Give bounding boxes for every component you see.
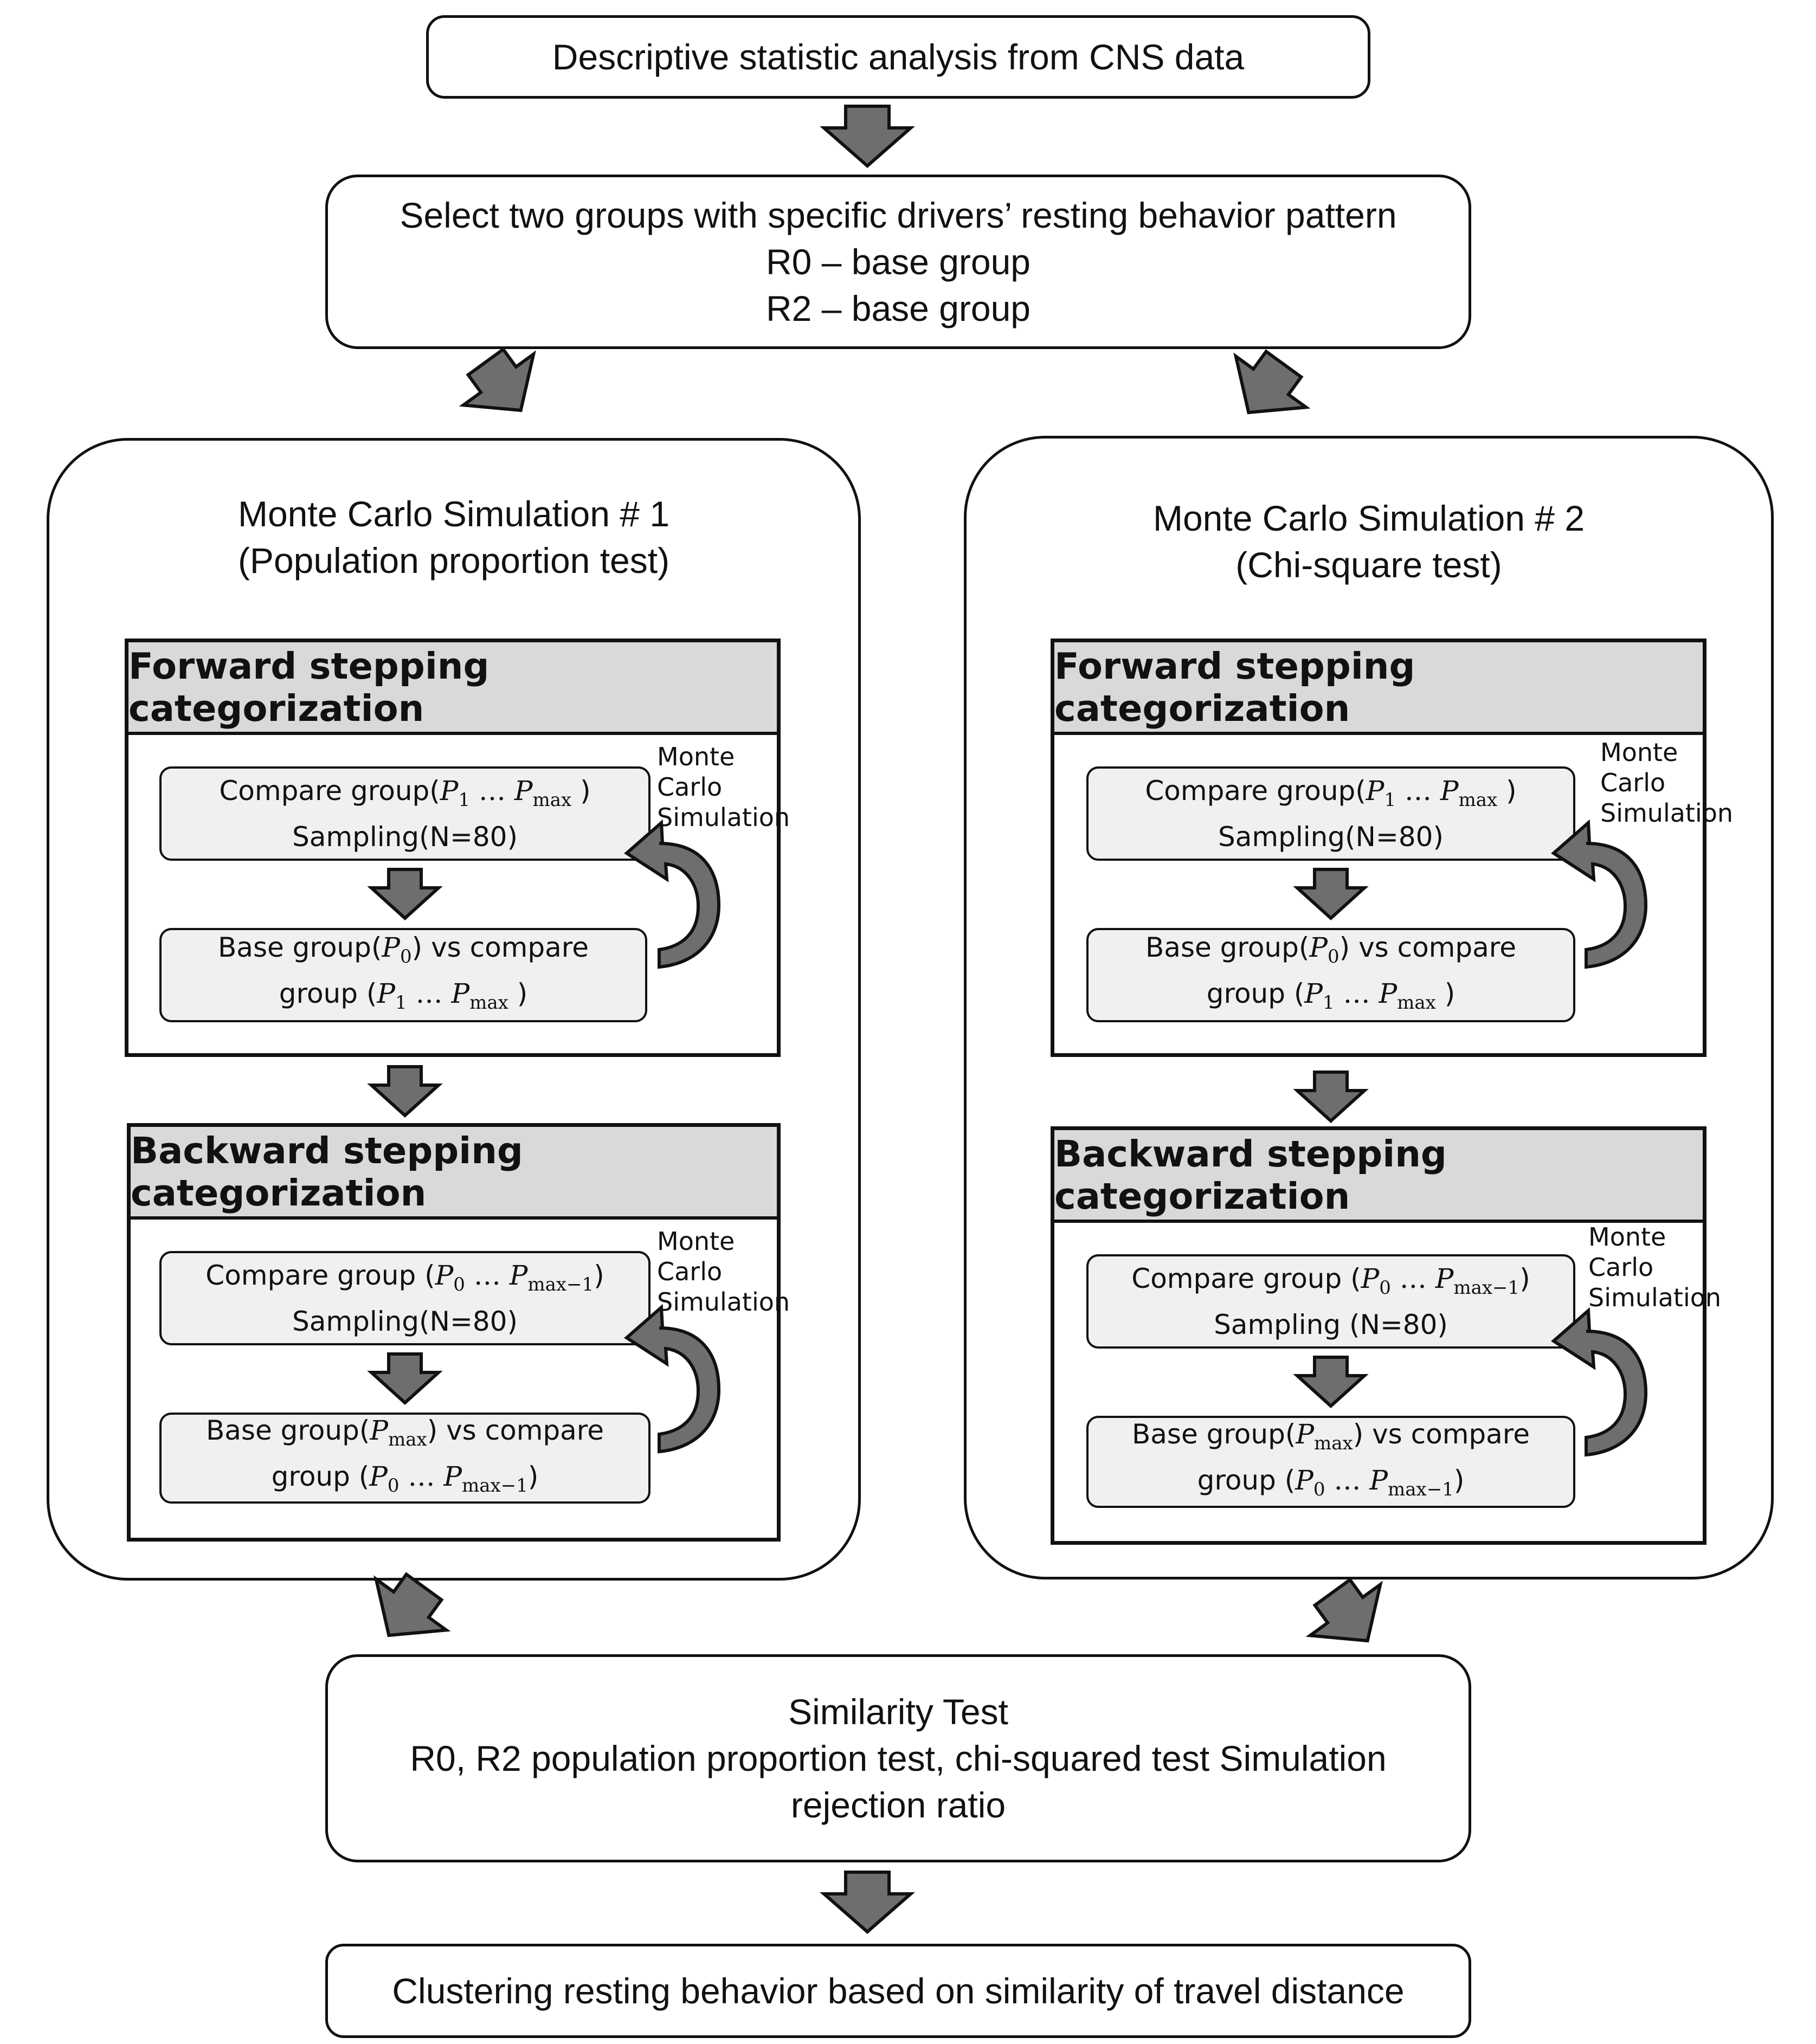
select-groups-line-3: R2 – base group <box>765 288 1031 328</box>
base-label: Base group( <box>1145 932 1310 963</box>
math-p-range: P1 … Pmax <box>1366 775 1498 811</box>
panel-2-title: Monte Carlo Simulation # 2 <box>1152 498 1585 538</box>
base-label: Base group( <box>1131 1418 1296 1450</box>
panel-2-forward-header: Forward stepping categorization <box>1054 642 1703 735</box>
compare-label: Compare group( <box>219 775 440 807</box>
sampling-label: Sampling(N=80) <box>1218 821 1444 853</box>
similarity-line-3: rejection ratio <box>790 1785 1006 1825</box>
math-p-range: P1 … Pmax <box>440 775 572 811</box>
descriptive-analysis-box: Descriptive statistic analysis from CNS … <box>426 15 1370 99</box>
panel-1-backward-header: Backward stepping categorization <box>131 1127 777 1220</box>
panel-1-backward-base-box: Base group(Pmax) vs compare group (P0 … … <box>159 1413 651 1504</box>
panel-1-title: Monte Carlo Simulation # 1 <box>237 494 670 534</box>
arrow-down-icon <box>1297 869 1364 918</box>
panel-2-forward-mc-label: Monte Carlo Simulation <box>1600 738 1734 828</box>
panel-2-backward-base-box: Base group(Pmax) vs compare group (P0 … … <box>1086 1416 1575 1508</box>
loop-arrow-icon <box>1554 1311 1646 1455</box>
math-p0: P0 <box>1309 932 1340 968</box>
arrow-diagonal-icon <box>450 337 556 436</box>
arrow-down-icon <box>1297 1072 1364 1121</box>
panel-1-subtitle: (Population proportion test) <box>237 540 670 581</box>
panel-1-forward-base-box: Base group(P0) vs compare group (P1 … Pm… <box>159 928 647 1022</box>
panel-2-backward-compare-box: Compare group (P0 … Pmax−1) Sampling (N=… <box>1086 1254 1575 1349</box>
select-groups-line-1: Select two groups with specific drivers’… <box>400 195 1397 235</box>
math-p0: P0 <box>382 932 412 968</box>
math-p-range: P0 … Pmax−1 <box>1361 1262 1520 1299</box>
panel-1-backward-mc-label: Monte Carlo Simulation <box>657 1227 790 1317</box>
clustering-text: Clustering resting behavior based on sim… <box>392 1971 1405 2011</box>
base-label: Base group( <box>218 932 382 963</box>
arrow-diagonal-icon <box>1297 1567 1402 1666</box>
similarity-line-1: Similarity Test <box>788 1692 1008 1732</box>
math-p-range: P0 … Pmax−1 <box>1295 1465 1454 1500</box>
arrow-down-icon <box>824 1872 911 1932</box>
select-groups-line-2: R0 – base group <box>765 242 1031 282</box>
loop-arrow-icon <box>627 1307 719 1452</box>
panel-2-backward-header: Backward stepping categorization <box>1054 1130 1703 1223</box>
compare-label: Compare group ( <box>1131 1262 1361 1294</box>
math-pmax: Pmax <box>1296 1418 1353 1454</box>
panel-2-subtitle: (Chi-square test) <box>1235 545 1502 585</box>
panel-2-forward-base-box: Base group(P0) vs compare group (P1 … Pm… <box>1086 928 1575 1022</box>
math-pmax: Pmax <box>370 1415 427 1450</box>
similarity-line-2: R0, R2 population proportion test, chi-s… <box>410 1738 1387 1778</box>
arrow-down-icon <box>371 869 439 918</box>
panel-2-forward-compare-box: Compare group(P1 … Pmax ) Sampling(N=80) <box>1086 766 1575 861</box>
descriptive-analysis-text: Descriptive statistic analysis from CNS … <box>552 37 1245 77</box>
panel-1-backward-compare-box: Compare group (P0 … Pmax−1) Sampling(N=8… <box>159 1251 651 1345</box>
select-groups-box: Select two groups with specific drivers’… <box>325 175 1471 349</box>
sampling-label: Sampling (N=80) <box>1214 1308 1448 1340</box>
loop-arrow-icon <box>627 823 719 967</box>
panel-1-forward-compare-box: Compare group(P1 … Pmax ) Sampling(N=80) <box>159 766 651 861</box>
math-p-range: P1 … Pmax <box>1304 978 1436 1014</box>
arrow-down-icon <box>371 1354 439 1403</box>
panel-1-forward-mc-label: Monte Carlo Simulation <box>657 742 790 832</box>
sampling-label: Sampling(N=80) <box>292 821 518 853</box>
math-p-range: P1 … Pmax <box>377 978 508 1014</box>
arrow-down-icon <box>1297 1357 1364 1406</box>
math-p-range: P0 … Pmax−1 <box>369 1461 528 1497</box>
compare-label: Compare group ( <box>205 1259 435 1291</box>
panel-2-backward-mc-label: Monte Carlo Simulation <box>1588 1222 1722 1312</box>
sampling-label: Sampling(N=80) <box>292 1305 518 1337</box>
base-label: Base group( <box>205 1415 370 1446</box>
loop-arrow-icon <box>1554 823 1646 967</box>
similarity-test-box: Similarity Test R0, R2 population propor… <box>325 1654 1471 1862</box>
arrow-down-icon <box>824 106 911 166</box>
arrow-diagonal-icon <box>1214 339 1319 438</box>
panel-1-forward-header: Forward stepping categorization <box>128 642 777 735</box>
arrow-down-icon <box>371 1067 439 1116</box>
compare-label: Compare group( <box>1145 775 1366 807</box>
math-p-range: P0 … Pmax−1 <box>435 1259 594 1295</box>
clustering-box: Clustering resting behavior based on sim… <box>325 1944 1471 2038</box>
arrow-diagonal-icon <box>354 1562 459 1661</box>
